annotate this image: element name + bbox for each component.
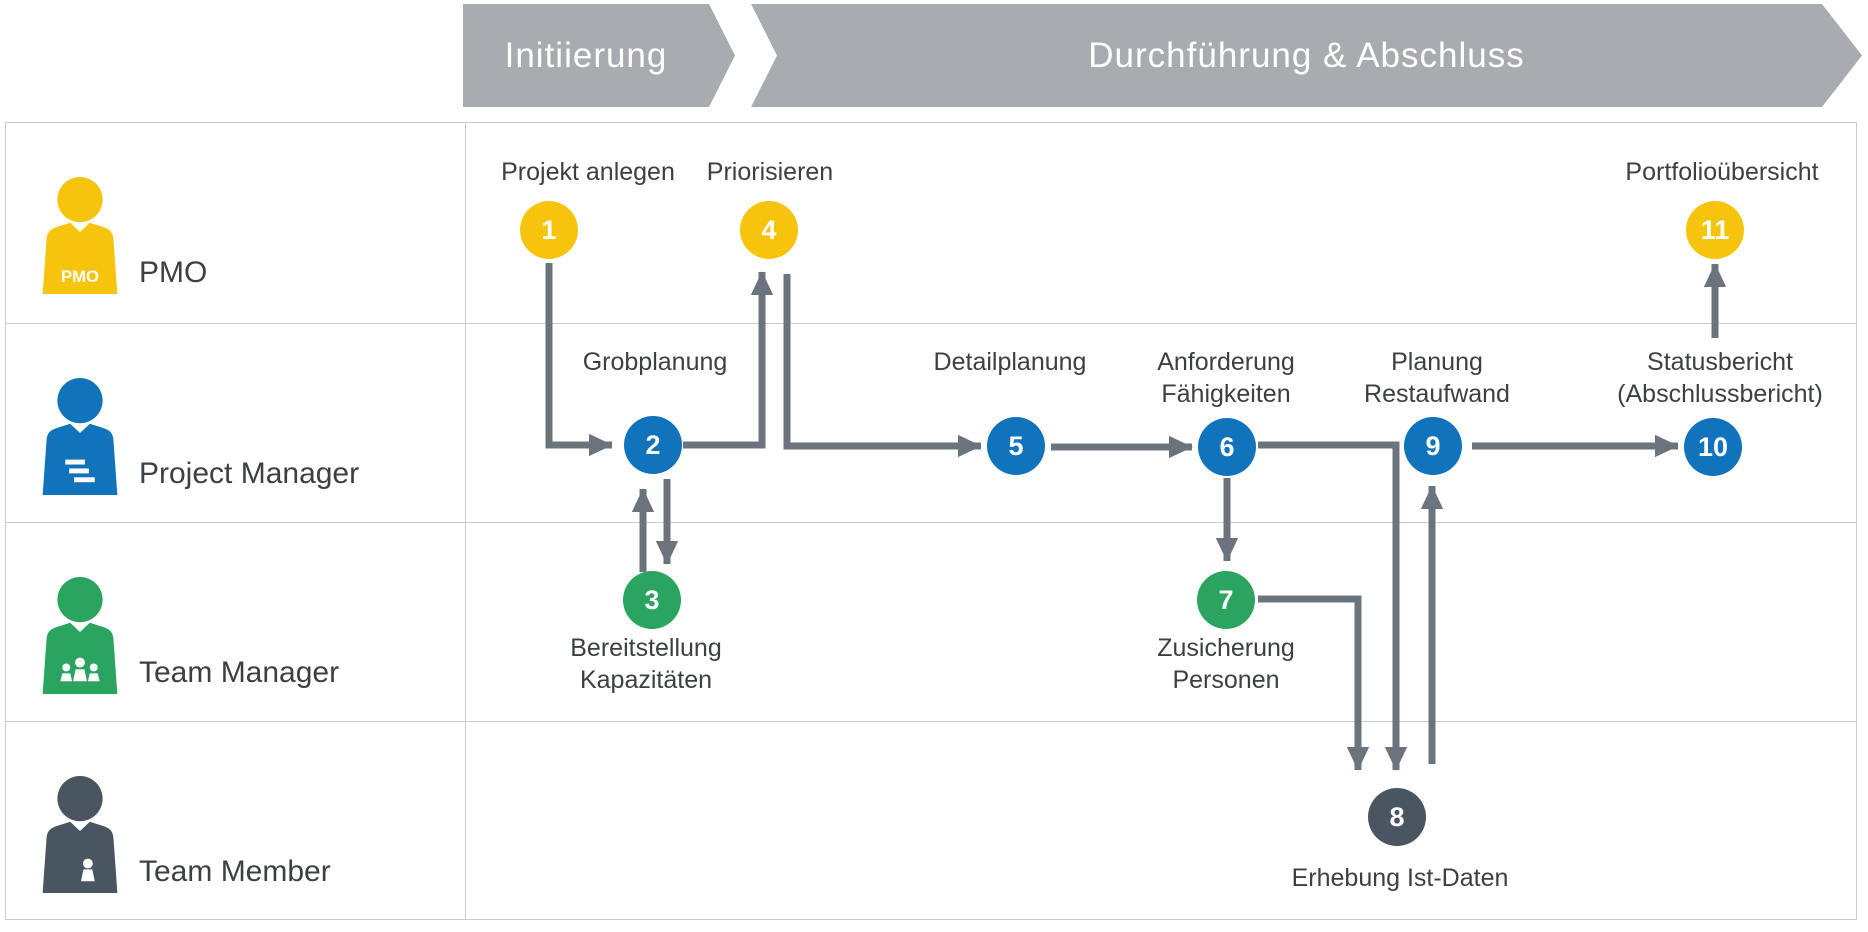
step-9-node: 9 — [1404, 417, 1462, 475]
step-10-number: 10 — [1697, 431, 1729, 462]
team-group-glyph — [60, 657, 100, 682]
step-1-label: Projekt anlegen — [501, 158, 675, 186]
pmo-person-icon: PMO — [42, 176, 118, 294]
project-manager-person-icon — [42, 377, 118, 495]
step-6-node: 6 — [1198, 418, 1256, 476]
swimlane-grid: PMO PMO Project Manager — [5, 122, 1857, 920]
phase-1-label: Initiierung — [504, 35, 668, 75]
team-manager-person-icon — [42, 576, 118, 694]
step-9-number: 9 — [1425, 430, 1441, 461]
single-person-glyph — [80, 858, 95, 882]
lane-label-team-member: Team Member — [139, 855, 331, 888]
step-5-node: 5 — [987, 417, 1045, 475]
step-8-number: 8 — [1389, 801, 1405, 832]
step-11-number: 11 — [1700, 214, 1730, 245]
step-5-number: 5 — [1008, 430, 1024, 461]
phase-2-label: Durchführung & Abschluss — [1088, 35, 1525, 75]
lane-team-manager: Team Manager — [6, 522, 1856, 721]
step-2-number: 2 — [645, 429, 661, 460]
step-10-label: Statusbericht (Abschlussbericht) — [1617, 348, 1823, 408]
lane-label-project-manager: Project Manager — [139, 457, 360, 490]
lane-label-pmo: PMO — [139, 256, 208, 289]
step-8-label: Erhebung Ist-Daten — [1291, 864, 1509, 892]
step-1-node: 1 — [520, 201, 578, 259]
step-4-label: Priorisieren — [706, 158, 834, 186]
team-member-person-icon — [42, 775, 118, 893]
step-7-node: 7 — [1197, 571, 1255, 629]
step-4-node: 4 — [740, 201, 798, 259]
step-9-label: Planung Restaufwand — [1364, 348, 1510, 408]
step-6-label: Anforderung Fähigkeiten — [1157, 348, 1295, 408]
step-6-number: 6 — [1219, 431, 1235, 462]
step-3-number: 3 — [644, 584, 660, 615]
step-11-label: Portfolioübersicht — [1625, 158, 1819, 186]
step-2-node: 2 — [624, 416, 682, 474]
step-7-number: 7 — [1218, 584, 1234, 615]
lane-pmo: PMO PMO — [6, 123, 1856, 323]
lane-label-team-manager: Team Manager — [139, 656, 340, 689]
gantt-bars-glyph — [65, 459, 95, 483]
pmo-badge-text: PMO — [61, 267, 99, 286]
step-7-label: Zusicherung Personen — [1157, 634, 1295, 694]
step-4-number: 4 — [761, 214, 777, 245]
step-3-node: 3 — [623, 571, 681, 629]
step-5-label: Detailplanung — [933, 348, 1087, 376]
lane-team-member: Team Member — [6, 721, 1856, 918]
step-1-number: 1 — [541, 214, 557, 245]
lane-column-divider — [465, 123, 466, 919]
lane-project-manager: Project Manager — [6, 323, 1856, 522]
step-3-label: Bereitstellung Kapazitäten — [570, 634, 722, 694]
step-10-node: 10 — [1684, 418, 1742, 476]
step-8-node: 8 — [1368, 788, 1426, 846]
step-2-label: Grobplanung — [582, 348, 728, 376]
phase-banner-durchfuehrung: Durchführung & Abschluss — [751, 4, 1862, 107]
phase-banner-initiierung: Initiierung — [463, 4, 735, 107]
step-11-node: 11 — [1686, 201, 1744, 259]
